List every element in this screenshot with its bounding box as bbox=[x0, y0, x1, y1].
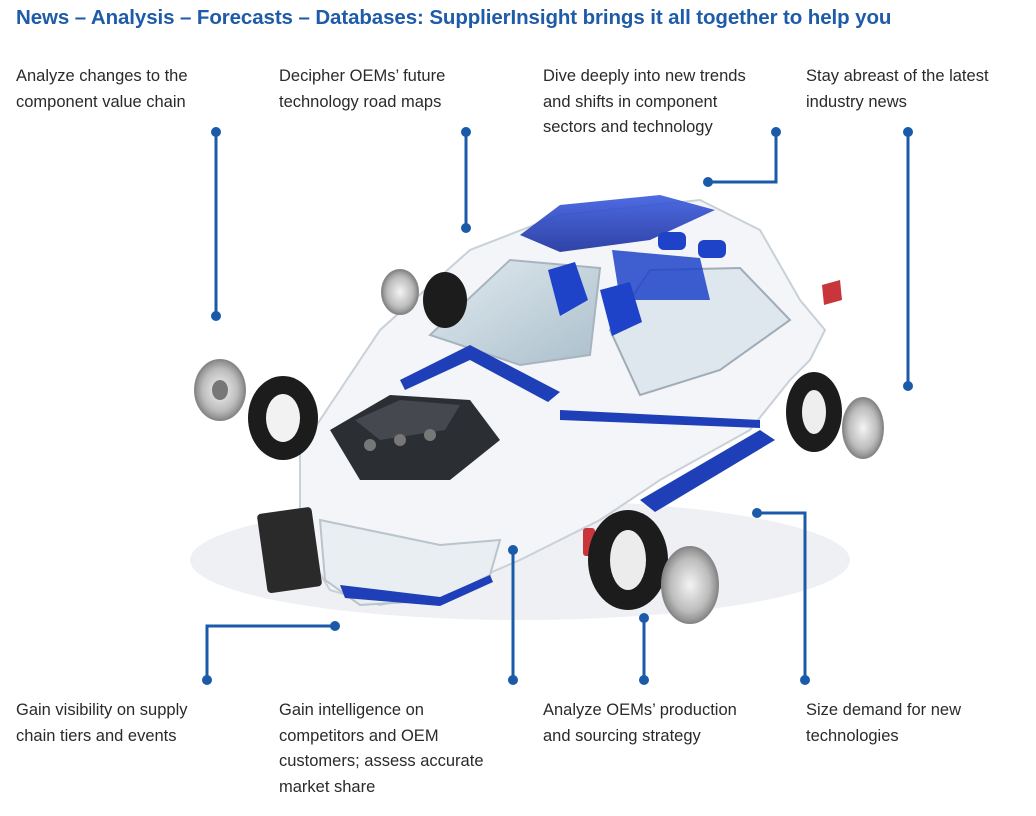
radiator bbox=[257, 507, 322, 593]
callout-line: technology road maps bbox=[279, 92, 442, 111]
callout-line: competitors and OEM bbox=[279, 726, 439, 745]
taillight bbox=[822, 280, 842, 305]
wheel-rear-right bbox=[786, 372, 884, 459]
seats bbox=[548, 232, 726, 336]
callout-line: Analyze changes to the bbox=[16, 67, 188, 85]
callout-supply-chain: Gain visibility on supply chain tiers an… bbox=[16, 698, 256, 749]
leader-trends bbox=[708, 132, 778, 184]
callout-line: customers; assess accurate bbox=[279, 752, 484, 770]
callout-line: and shifts in component bbox=[543, 92, 718, 111]
callout-line: technologies bbox=[806, 726, 899, 745]
wheel-front-right bbox=[588, 510, 719, 624]
callout-line: industry news bbox=[806, 92, 907, 111]
callout-industry-news: Stay abreast of the latest industry news bbox=[806, 64, 1036, 115]
callout-road-maps: Decipher OEMs’ future technology road ma… bbox=[279, 64, 519, 115]
sill-stripe bbox=[560, 410, 760, 428]
callout-trends: Dive deeply into new trends and shifts i… bbox=[543, 64, 783, 141]
callout-value-chain: Analyze changes to the component value c… bbox=[16, 64, 256, 115]
leader-supply-chain bbox=[205, 624, 335, 680]
callout-line: Gain visibility on supply bbox=[16, 701, 188, 719]
leader-new-tech-demand bbox=[757, 511, 807, 680]
callout-line: Dive deeply into new trends bbox=[543, 67, 746, 85]
bumper-stripe bbox=[340, 575, 493, 606]
sunroof-panel bbox=[520, 195, 715, 252]
leader-dots bbox=[202, 127, 913, 685]
callout-line: Stay abreast of the latest bbox=[806, 67, 989, 85]
callout-new-tech-demand: Size demand for new technologies bbox=[806, 698, 1036, 749]
wheel-rear-left bbox=[381, 269, 467, 328]
leader-lines bbox=[205, 132, 910, 680]
callout-line: Decipher OEMs’ future bbox=[279, 67, 446, 85]
side-stripe bbox=[640, 430, 775, 512]
callout-line: and sourcing strategy bbox=[543, 726, 701, 745]
page-title: News – Analysis – Forecasts – Databases:… bbox=[16, 6, 892, 29]
callout-competitors: Gain intelligence on competitors and OEM… bbox=[279, 698, 519, 800]
callout-line: Gain intelligence on bbox=[279, 701, 424, 719]
engine-block bbox=[330, 395, 500, 480]
callout-line: component value chain bbox=[16, 92, 186, 111]
callout-line: sectors and technology bbox=[543, 118, 713, 136]
callout-line: Size demand for new bbox=[806, 701, 962, 719]
callout-line: market share bbox=[279, 777, 376, 796]
callout-line: Analyze OEMs’ production bbox=[543, 701, 737, 719]
wheel-front-left bbox=[194, 359, 318, 460]
hood-edge bbox=[400, 345, 560, 402]
callout-line: chain tiers and events bbox=[16, 726, 177, 745]
callout-production: Analyze OEMs’ production and sourcing st… bbox=[543, 698, 783, 749]
